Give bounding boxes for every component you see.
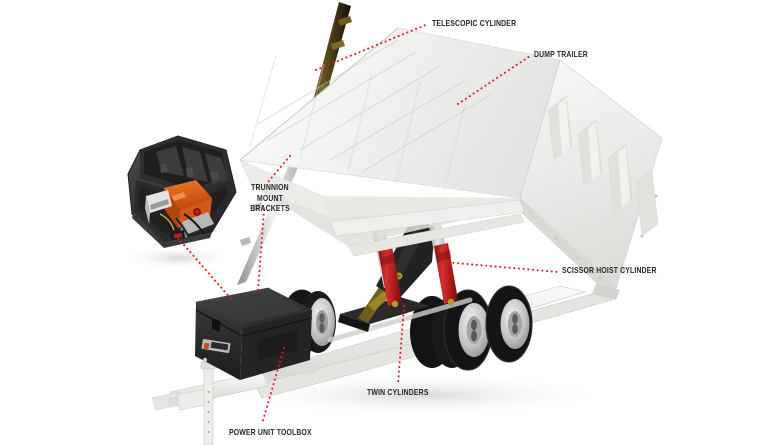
- callout-telescopic-cylinder: TELESCOPIC CYLINDER: [432, 19, 517, 28]
- callout-trunnion-line2: BRACKETS: [250, 204, 290, 213]
- callout-dump-trailer: DUMP TRAILER: [534, 50, 588, 59]
- leader-twin-cylinders: [397, 305, 405, 385]
- leader-scissor-hoist-cylinder: [443, 261, 559, 273]
- leader-trunnion-mount-brackets: [267, 155, 291, 183]
- toolbox-cutaway-inset: [127, 135, 237, 248]
- dump-body: [239, 27, 663, 300]
- callout-trunnion-mount-brackets: TRUNNION MOUNT BRACKETS: [240, 183, 300, 215]
- ground-shadow-inset: [120, 246, 236, 270]
- ground-shadow: [230, 373, 610, 417]
- leader-lines: [177, 23, 559, 425]
- callout-twin-cylinders: TWIN CYLINDERS: [367, 388, 429, 397]
- leader-telescopic-cylinder: [315, 23, 429, 71]
- callout-scissor-hoist-cylinder: SCISSOR HOIST CYLINDER: [562, 266, 657, 275]
- toolbox-brand-badge: [201, 339, 231, 353]
- callout-power-unit-toolbox: POWER UNIT TOOLBOX: [229, 428, 312, 437]
- power-unit-toolbox-part: [195, 287, 313, 380]
- callout-trunnion-line1: TRUNNION MOUNT: [251, 183, 289, 203]
- leader-power-unit-toolbox: [261, 347, 285, 425]
- leader-inset-to-toolbox: [177, 237, 233, 301]
- leader-dump-trailer: [457, 55, 531, 105]
- leader-trunnion-mount-brackets-2: [257, 209, 265, 291]
